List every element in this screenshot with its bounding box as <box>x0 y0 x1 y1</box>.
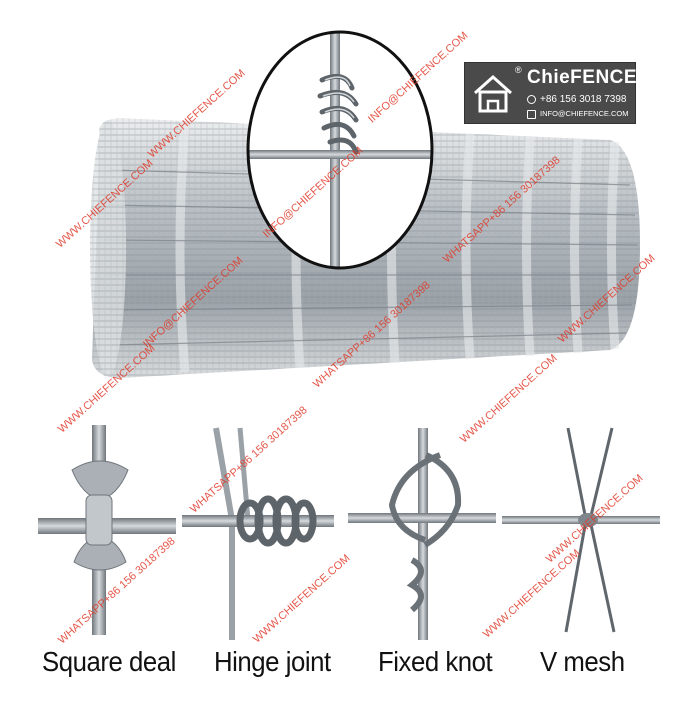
label-fixed-knot: Fixed knot <box>378 646 493 677</box>
magnified-knot <box>246 30 434 270</box>
registered-mark: ® <box>515 65 522 75</box>
knot-square-deal <box>38 425 176 635</box>
label-square-deal: Square deal <box>42 646 176 677</box>
email-line: INFO@CHIEFENCE.COM <box>527 109 628 119</box>
whatsapp-icon <box>527 94 536 104</box>
email-address: INFO@CHIEFENCE.COM <box>540 109 629 118</box>
phone-number: +86 156 3018 7398 <box>540 94 627 105</box>
label-hinge-joint: Hinge joint <box>214 646 331 677</box>
knot-fixed-knot <box>348 428 496 640</box>
knot-labels: Square deal Hinge joint Fixed knot V mes… <box>0 640 700 690</box>
house-icon <box>474 74 512 113</box>
brand-name: ChieFENCE <box>527 67 638 88</box>
label-v-mesh: V mesh <box>540 646 625 677</box>
knot-v-mesh <box>502 427 660 633</box>
phone-line: +86 156 3018 7398 <box>527 94 626 105</box>
email-icon <box>527 109 536 119</box>
knot-hinge-joint <box>182 427 334 640</box>
brand-logo: ® ChieFENCE +86 156 3018 7398 INFO@CHIEF… <box>464 62 638 124</box>
